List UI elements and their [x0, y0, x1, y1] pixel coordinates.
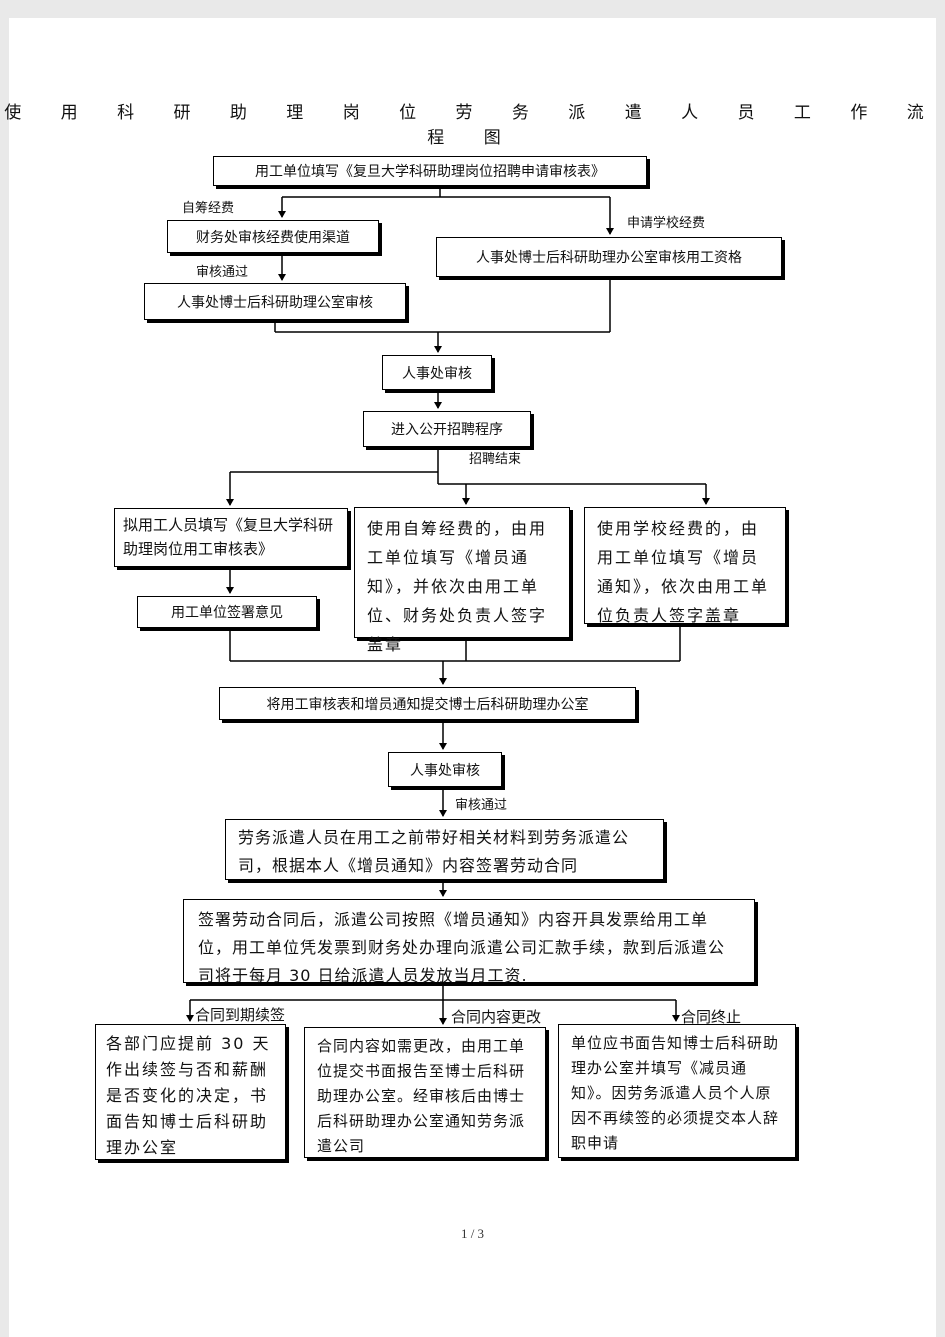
- label-renew: 合同到期续签: [195, 1006, 286, 1024]
- box-postdoc-office-review: 人事处博士后科研助理公室审核: [144, 283, 406, 320]
- box-finance-review: 财务处审核经费使用渠道: [167, 220, 379, 253]
- box-recruit-application: 用工单位填写《复旦大学科研助理岗位招聘申请审核表》: [213, 156, 647, 186]
- box-unit-opinion: 用工单位签署意见: [137, 596, 317, 628]
- label-approved-2: 审核通过: [455, 798, 508, 813]
- box-open-recruitment: 进入公开招聘程序: [363, 411, 531, 447]
- box-employee-form: 拟用工人员填写《复旦大学科研助理岗位用工审核表》: [114, 508, 348, 567]
- box-self-funded-notice: 使用自筹经费的，由用工单位填写《增员通知》，并依次由用工单位、财务处负责人签字盖…: [354, 507, 570, 654]
- box-submit-to-postdoc-office: 将用工审核表和增员通知提交博士后科研助理办公室: [219, 687, 636, 720]
- box-invoice-and-salary: 签署劳动合同后，派遣公司按照《增员通知》内容开具发票给用工单位，用工单位凭发票到…: [183, 899, 755, 985]
- box-postdoc-qualification-review: 人事处博士后科研助理办公室审核用工资格: [436, 237, 782, 277]
- page-number: 1 / 3: [460, 1226, 485, 1241]
- box-contract-termination: 单位应书面告知博士后科研助理办公室并填写《减员通知》。因劳务派遣人员个人原因不再…: [558, 1024, 796, 1158]
- box-sign-labor-contract: 劳务派遣人员在用工之前带好相关材料到劳务派遣公司，根据本人《增员通知》内容签署劳…: [225, 819, 664, 880]
- box-hr-review-2: 人事处审核: [388, 752, 502, 787]
- label-terminate: 合同终止: [681, 1008, 742, 1026]
- box-contract-change: 合同内容如需更改，由用工单位提交书面报告至博士后科研助理办公室。经审核后由博士后…: [304, 1027, 546, 1158]
- box-renewal-decision: 各部门应提前 30 天作出续签与否和薪酬是否变化的决定，书面告知博士后科研助理办…: [95, 1024, 286, 1160]
- label-self-funded: 自筹经费: [182, 201, 235, 216]
- label-recruit-end: 招聘结束: [469, 452, 522, 467]
- label-change: 合同内容更改: [451, 1008, 542, 1026]
- box-school-funded-notice: 使用学校经费的，由用工单位填写《增员通知》，依次由用工单位负责人签字盖章: [584, 507, 786, 625]
- label-approved: 审核通过: [196, 265, 249, 280]
- box-hr-review: 人事处审核: [382, 355, 492, 390]
- page-title: 使 用 科 研 助 理 岗 位 劳 务 派 遣 人 员 工 作 流 程 图: [4, 103, 941, 148]
- label-school-funds: 申请学校经费: [627, 216, 706, 231]
